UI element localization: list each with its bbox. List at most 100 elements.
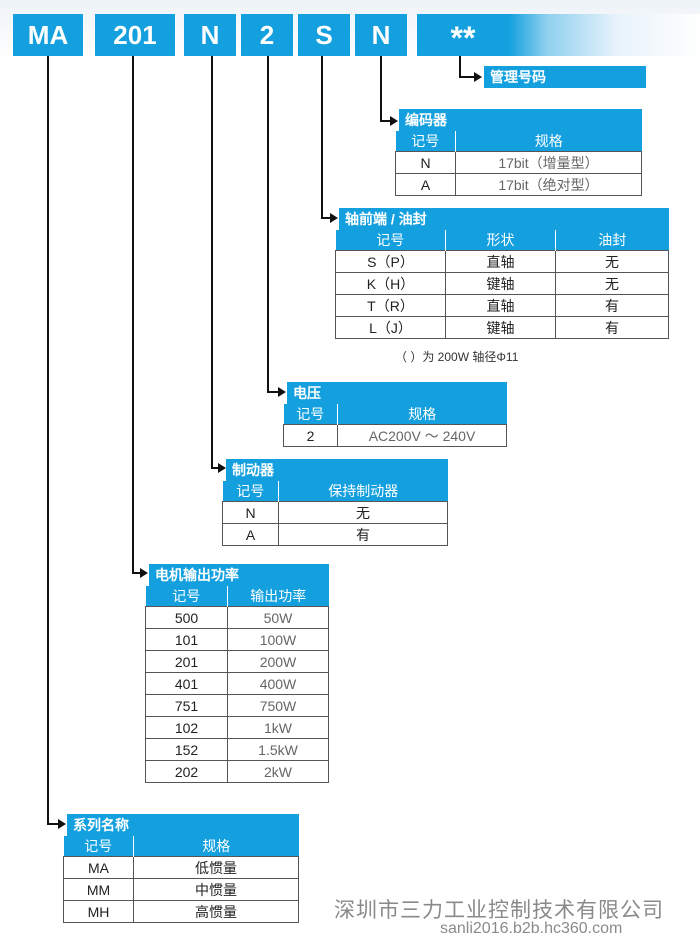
power-symbol: 401: [145, 672, 228, 695]
arrow-mgmt: [474, 72, 482, 82]
encoder-spec: 17bit（绝对型）: [455, 173, 642, 196]
series-head-row: 记号 规格: [63, 836, 299, 857]
shaft-shape: 键轴: [445, 272, 556, 295]
code-mgmt: **: [417, 14, 700, 56]
arrow-encoder: [390, 116, 398, 126]
encoder-col-spec: 规格: [455, 131, 642, 152]
brake-head-row: 记号 保持制动器: [222, 481, 448, 502]
encoder-head-row: 记号 规格: [395, 131, 642, 152]
power-col-symbol: 记号: [145, 586, 228, 607]
shaft-table: 记号 形状 油封 S（P） 直轴 无 K（H） 键轴 无 T（R） 直轴 有 L…: [335, 230, 669, 339]
power-header: 电机输出功率: [149, 564, 329, 586]
arrow-power: [140, 568, 148, 578]
series-spec: 中惯量: [133, 878, 299, 901]
power-output: 400W: [227, 672, 329, 695]
encoder-table: 记号 规格 N 17bit（增量型） A 17bit（绝对型）: [395, 131, 642, 196]
connector-encoder: [380, 56, 390, 122]
shaft-col-shape: 形状: [445, 230, 556, 251]
series-col-symbol: 记号: [63, 836, 134, 857]
voltage-col-symbol: 记号: [283, 404, 338, 425]
series-symbol: MA: [63, 856, 134, 879]
shaft-col-seal: 油封: [555, 230, 669, 251]
power-symbol: 101: [145, 628, 228, 651]
shaft-seal: 无: [555, 250, 669, 273]
table-row: N 无: [222, 501, 448, 524]
shaft-seal: 无: [555, 272, 669, 295]
table-row: A 有: [222, 523, 448, 546]
power-symbol: 751: [145, 694, 228, 717]
shaft-note: （ ）为 200W 轴径Φ11: [395, 350, 519, 364]
power-symbol: 500: [145, 606, 228, 629]
series-header: 系列名称: [67, 814, 299, 836]
mgmt-header: 管理号码: [484, 66, 646, 88]
voltage-symbol: 2: [283, 424, 338, 447]
series-spec: 低惯量: [133, 856, 299, 879]
series-col-spec: 规格: [133, 836, 299, 857]
connector-shaft: [321, 56, 330, 219]
shaft-col-symbol: 记号: [335, 230, 446, 251]
power-symbol: 201: [145, 650, 228, 673]
table-row: A 17bit（绝对型）: [395, 173, 642, 196]
shaft-symbol: L（J）: [335, 316, 446, 339]
table-row: S（P） 直轴 无: [335, 250, 669, 273]
connector-power: [132, 56, 140, 574]
connector-brake: [211, 56, 218, 469]
code-shaft: S: [298, 14, 350, 56]
brake-symbol: A: [222, 523, 279, 546]
power-output: 1kW: [227, 716, 329, 739]
code-mgmt-stars: **: [450, 20, 476, 56]
code-brake: N: [184, 14, 236, 56]
series-spec: 高惯量: [133, 900, 299, 923]
encoder-spec: 17bit（增量型）: [455, 151, 642, 174]
power-output: 1.5kW: [227, 738, 329, 761]
power-output: 50W: [227, 606, 329, 629]
power-output: 2kW: [227, 760, 329, 783]
table-row: L（J） 键轴 有: [335, 316, 669, 339]
table-row: T（R） 直轴 有: [335, 294, 669, 317]
shaft-head-row: 记号 形状 油封: [335, 230, 669, 251]
code-encoder: N: [355, 14, 407, 56]
code-voltage: 2: [241, 14, 293, 56]
power-symbol: 202: [145, 760, 228, 783]
brake-table: 记号 保持制动器 N 无 A 有: [222, 481, 448, 546]
arrow-series: [58, 819, 66, 829]
connector-voltage: [267, 56, 278, 393]
encoder-symbol: N: [395, 151, 456, 174]
table-row: K（H） 键轴 无: [335, 272, 669, 295]
shaft-seal: 有: [555, 316, 669, 339]
watermark-url: sanli2016.b2b.hc360.com: [440, 920, 623, 937]
connector-series: [47, 56, 58, 825]
shaft-header: 轴前端 / 油封: [339, 208, 669, 230]
voltage-spec: AC200V ～ 240V: [337, 424, 507, 447]
voltage-col-spec: 规格: [337, 404, 507, 425]
shaft-seal: 有: [555, 294, 669, 317]
arrow-voltage: [278, 387, 286, 397]
brake-col-holding: 保持制动器: [278, 481, 448, 502]
table-row: N 17bit（增量型）: [395, 151, 642, 174]
watermark-company: 深圳市三力工业控制技术有限公司: [334, 899, 664, 922]
shaft-symbol: K（H）: [335, 272, 446, 295]
table-row: 2 AC200V ～ 240V: [283, 424, 507, 447]
shaft-symbol: S（P）: [335, 250, 446, 273]
shaft-symbol: T（R）: [335, 294, 446, 317]
power-output: 750W: [227, 694, 329, 717]
power-output: 100W: [227, 628, 329, 651]
shaft-shape: 键轴: [445, 316, 556, 339]
power-symbol: 152: [145, 738, 228, 761]
series-symbol: MH: [63, 900, 134, 923]
encoder-header: 编码器: [399, 109, 642, 131]
arrow-brake: [218, 463, 226, 473]
series-symbol: MM: [63, 878, 134, 901]
